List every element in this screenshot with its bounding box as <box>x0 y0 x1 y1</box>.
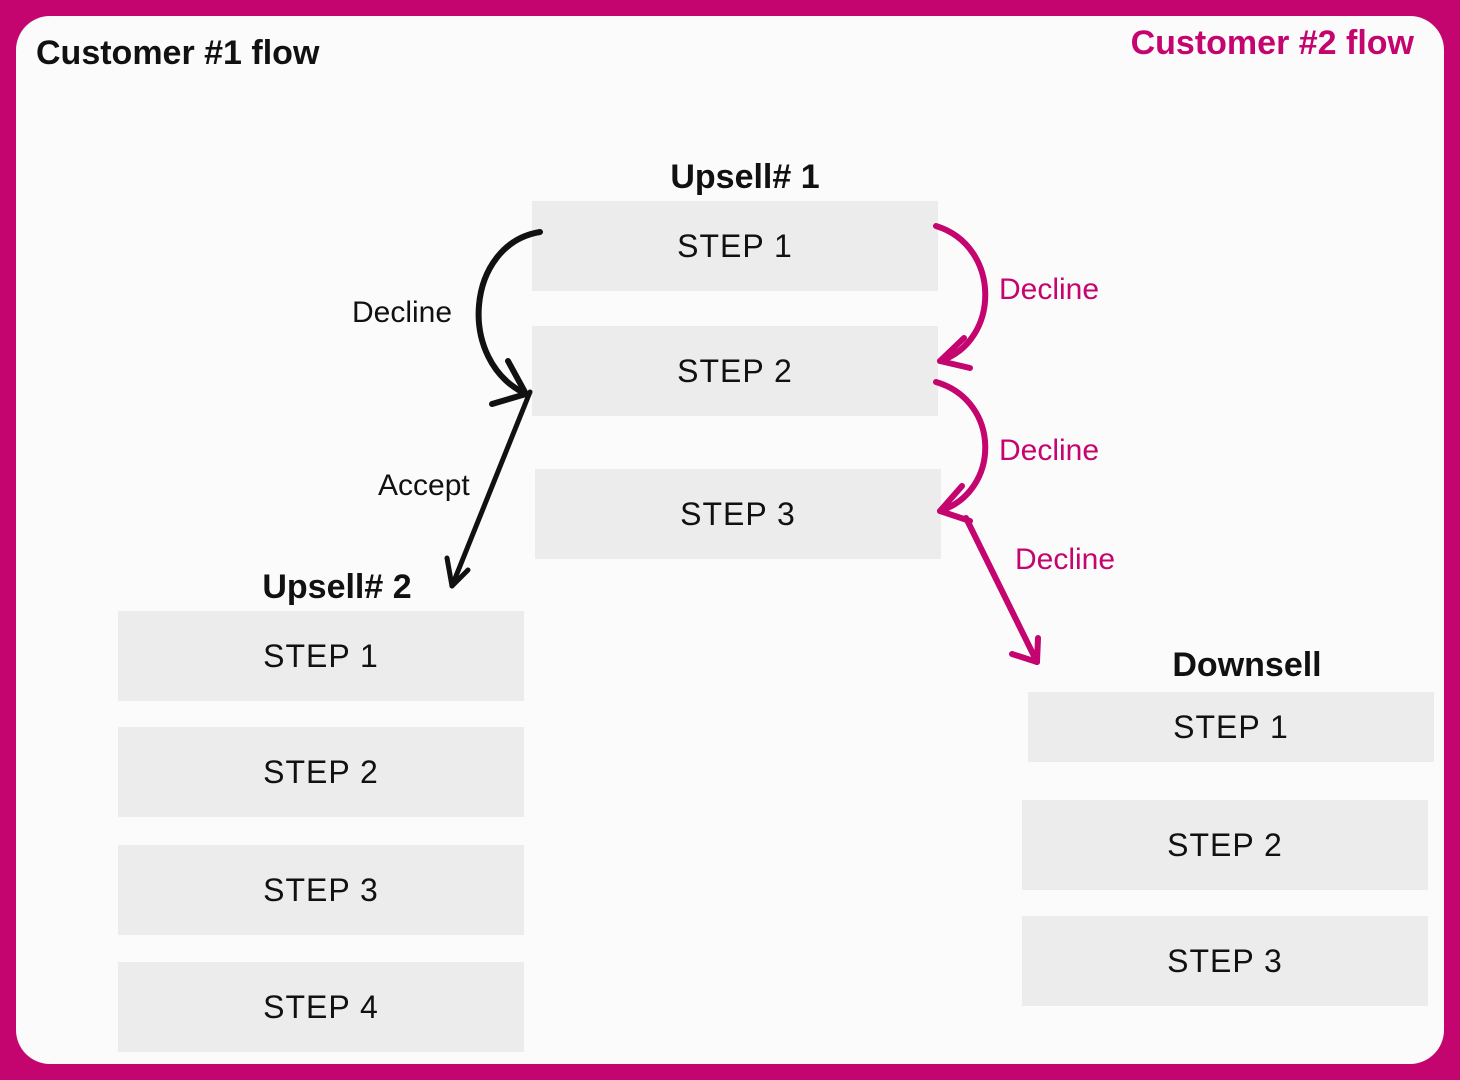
customer-2-flow-title: Customer #2 flow <box>1130 24 1414 62</box>
customer-2-decline-arrowhead-1 <box>937 335 973 371</box>
downsell-step-1: STEP 1 <box>1028 692 1434 762</box>
downsell-step-2: STEP 2 <box>1022 800 1428 890</box>
customer-1-decline-arrow <box>475 229 543 397</box>
customer-2-decline-arrow-1 <box>933 223 989 364</box>
customer-2-decline-label-1: Decline <box>999 273 1100 306</box>
upsell-2-step-4: STEP 4 <box>118 962 524 1052</box>
customer-1-accept-arrow <box>449 389 533 589</box>
flow-arrows <box>444 223 1041 665</box>
diagram-canvas: Customer #1 flow Customer #2 flow Upsell… <box>16 16 1444 1064</box>
customer-1-flow-title: Customer #1 flow <box>36 34 320 72</box>
customer-1-accept-arrowhead <box>444 555 471 589</box>
upsell-2-title: Upsell# 2 <box>262 568 412 606</box>
downsell-step-3: STEP 3 <box>1022 916 1428 1006</box>
upsell-2-step-2: STEP 2 <box>118 727 524 817</box>
customer-2-decline-arrowhead-2 <box>937 483 973 524</box>
customer-1-accept-label: Accept <box>378 469 470 502</box>
customer-2-decline-arrow-3 <box>963 515 1040 665</box>
downsell-title: Downsell <box>1172 646 1322 684</box>
customer-2-decline-arrowhead-3 <box>1009 635 1041 665</box>
upsell-2-step-1: STEP 1 <box>118 611 524 701</box>
customer-2-decline-arrow-2 <box>933 379 989 514</box>
upsell-2-step-3: STEP 3 <box>118 845 524 935</box>
upsell-1-step-3: STEP 3 <box>535 469 941 559</box>
upsell-1-title: Upsell# 1 <box>670 158 820 196</box>
upsell-1-step-2: STEP 2 <box>532 326 938 416</box>
customer-1-decline-arrowhead <box>489 358 529 407</box>
upsell-1-step-1: STEP 1 <box>532 201 938 291</box>
customer-2-decline-label-2: Decline <box>999 434 1100 467</box>
customer-1-decline-label: Decline <box>352 296 453 329</box>
customer-2-decline-label-3: Decline <box>1015 543 1116 576</box>
